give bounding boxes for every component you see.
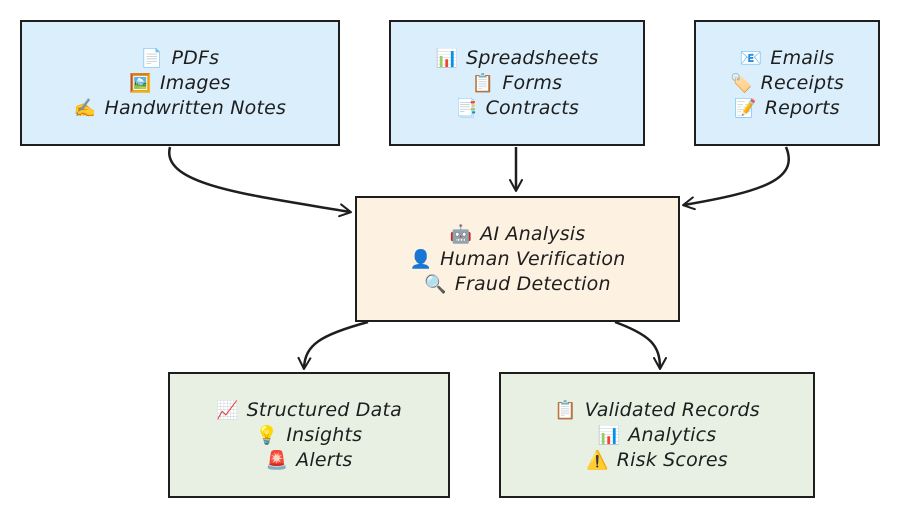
node-line: 🏷️ Receipts bbox=[730, 71, 844, 96]
node-line-text: AI Analysis bbox=[480, 222, 586, 245]
node-line: ⚠️ Risk Scores bbox=[586, 448, 728, 473]
label-tag-icon: 🏷️ bbox=[730, 72, 753, 94]
document-icon: 📄 bbox=[140, 47, 164, 69]
node-line: 📋 Validated Records bbox=[554, 398, 760, 423]
node-line-text: PDFs bbox=[171, 46, 220, 69]
node-line-text: Fraud Detection bbox=[454, 272, 611, 295]
image-icon: 🖼️ bbox=[129, 72, 152, 94]
node-line: 💡 Insights bbox=[256, 423, 363, 448]
node-line: ✍️ Handwritten Notes bbox=[74, 96, 286, 121]
node-line-text: Handwritten Notes bbox=[104, 96, 287, 119]
node-line-text: Receipts bbox=[760, 71, 844, 94]
memo-icon: 📝 bbox=[734, 97, 757, 119]
node-line: 📋 Forms bbox=[472, 71, 562, 96]
node-processing: 🤖 AI Analysis 👤 Human Verification 🔍 Fraud De… bbox=[355, 196, 680, 322]
node-line: 📝 Reports bbox=[734, 96, 840, 121]
node-line-text: Risk Scores bbox=[616, 448, 728, 471]
node-line-text: Analytics bbox=[628, 423, 717, 446]
writing-hand-icon: ✍️ bbox=[73, 97, 97, 119]
node-line: 📊 Analytics bbox=[598, 423, 717, 448]
email-icon: 📧 bbox=[739, 47, 763, 69]
edge-processing-to-output-2 bbox=[614, 320, 667, 370]
clipboard-icon: 📋 bbox=[554, 399, 577, 421]
node-line: 📧 Emails bbox=[740, 46, 834, 71]
node-line: 🚨 Alerts bbox=[266, 448, 353, 473]
bar-chart-icon: 📊 bbox=[597, 424, 621, 446]
node-line: 🔍 Fraud Detection bbox=[424, 272, 610, 297]
clipboard-icon: 📋 bbox=[471, 72, 495, 94]
node-line-text: Spreadsheets bbox=[466, 46, 599, 69]
node-line: 📈 Structured Data bbox=[216, 398, 402, 423]
bar-chart-icon: 📊 bbox=[435, 47, 459, 69]
edge-sources-1-to-processing bbox=[168, 146, 352, 218]
node-line-text: Structured Data bbox=[246, 398, 402, 421]
person-icon: 👤 bbox=[409, 248, 433, 270]
node-sources-2: 📊 Spreadsheets 📋 Forms 📑 Contracts bbox=[389, 20, 645, 146]
node-output-1: 📈 Structured Data 💡 Insights 🚨 Alerts bbox=[168, 372, 450, 498]
node-line: 📑 Contracts bbox=[455, 96, 579, 121]
node-line-text: Forms bbox=[502, 71, 563, 94]
node-output-2: 📋 Validated Records 📊 Analytics ⚠️ Risk Score… bbox=[499, 372, 815, 498]
edge-sources-3-to-processing bbox=[682, 146, 790, 211]
node-line-text: Insights bbox=[286, 423, 363, 446]
node-line-text: Images bbox=[160, 71, 231, 94]
node-line: 👤 Human Verification bbox=[410, 247, 626, 272]
robot-icon: 🤖 bbox=[449, 223, 473, 245]
node-line-text: Emails bbox=[770, 46, 835, 69]
edge-processing-to-output-1 bbox=[297, 320, 369, 370]
node-line: 📄 PDFs bbox=[141, 46, 219, 71]
node-sources-3: 📧 Emails 🏷️ Receipts📝 Reports bbox=[694, 20, 880, 146]
siren-icon: 🚨 bbox=[265, 449, 289, 471]
node-line-text: Alerts bbox=[296, 448, 353, 471]
bookmark-tabs-icon: 📑 bbox=[454, 97, 478, 119]
node-line-text: Validated Records bbox=[584, 398, 760, 421]
node-line-text: Contracts bbox=[485, 96, 580, 119]
node-line: 🤖 AI Analysis bbox=[450, 222, 586, 247]
node-line-text: Reports bbox=[764, 96, 840, 119]
node-line: 🖼️ Images bbox=[129, 71, 230, 96]
warning-icon: ⚠️ bbox=[586, 449, 609, 471]
node-sources-1: 📄 PDFs 🖼️ Images ✍️ Handwritten Notes bbox=[20, 20, 340, 146]
magnifier-icon: 🔍 bbox=[424, 273, 447, 295]
light-bulb-icon: 💡 bbox=[255, 424, 279, 446]
node-line: 📊 Spreadsheets bbox=[435, 46, 598, 71]
trend-chart-icon: 📈 bbox=[216, 399, 239, 421]
node-line-text: Human Verification bbox=[440, 247, 626, 270]
